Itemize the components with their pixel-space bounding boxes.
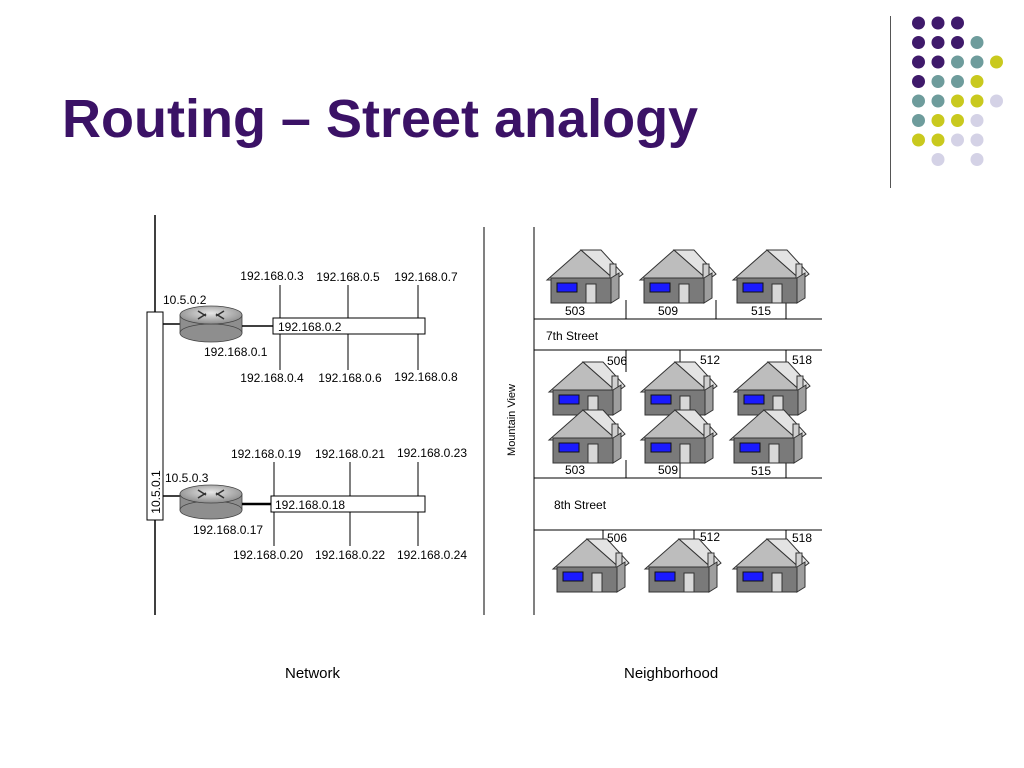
decorative-dot [990, 55, 1003, 69]
house-number: 512 [700, 353, 720, 367]
house-icon [643, 538, 722, 593]
router2-host-ip: 192.168.0.24 [397, 548, 467, 562]
decorative-dot [912, 133, 925, 147]
decorative-dot [951, 36, 964, 49]
router2-host-ip: 192.168.0.19 [231, 447, 301, 461]
router1-host-ip: 192.168.0.7 [394, 270, 458, 284]
street-analogy-diagram: 10.5.0.1 192.168.0.2 10.5.0.2 192.168.0.… [146, 215, 822, 615]
title-divider-line [890, 16, 891, 188]
decorative-dot [931, 75, 945, 88]
house-icon [638, 249, 717, 304]
house-number: 509 [658, 304, 678, 318]
decorative-dot [931, 36, 945, 49]
backbone-label-box [146, 311, 164, 521]
house-icon [545, 249, 624, 304]
decorative-dot [951, 16, 964, 30]
router1-host-ip: 192.168.0.4 [240, 371, 304, 385]
backbone-label: 10.5.0.1 [149, 470, 163, 514]
decorative-dot [990, 94, 1003, 108]
router1-wan-ip: 10.5.0.2 [163, 293, 207, 307]
house-icon [731, 538, 810, 593]
house-number: 518 [792, 353, 812, 367]
router1-host-ip: 192.168.0.8 [394, 370, 458, 384]
decorative-dot [931, 153, 945, 166]
router1-icon [179, 305, 243, 343]
avenue-label: Mountain View [506, 384, 518, 456]
decorative-dot [951, 55, 964, 69]
decorative-dot-grid [912, 16, 1003, 166]
house-number: 512 [700, 530, 720, 544]
house-number: 506 [607, 354, 627, 368]
house-icon [639, 409, 718, 464]
router1-segment-box [272, 317, 426, 335]
router2-lan-ip: 192.168.0.17 [193, 523, 263, 537]
network-caption: Network [285, 665, 341, 682]
house-icon [547, 361, 626, 416]
router2-wan-ip: 10.5.0.3 [165, 471, 209, 485]
street2-label: 8th Street [554, 498, 607, 512]
house-icon [732, 361, 811, 416]
router2-host-ip: 192.168.0.22 [315, 548, 385, 562]
decorative-dot [912, 16, 925, 30]
house-number: 503 [565, 463, 585, 477]
house-number: 506 [607, 531, 627, 545]
decorative-dot [970, 153, 984, 166]
house-icon [731, 249, 810, 304]
router1-lan-ip: 192.168.0.1 [204, 345, 268, 359]
decorative-dot [931, 133, 945, 147]
router1-segment-label: 192.168.0.2 [278, 320, 342, 334]
router2-host-ip: 192.168.0.20 [233, 548, 303, 562]
slide-title: Routing – Street analogy [62, 89, 699, 149]
street1-label: 7th Street [546, 329, 599, 343]
decorative-dot [931, 94, 945, 108]
neighborhood-caption: Neighborhood [624, 665, 719, 682]
house-icon [551, 538, 630, 593]
house-number: 518 [792, 531, 812, 545]
house-number: 503 [565, 304, 585, 318]
decorative-dot [970, 133, 984, 147]
decorative-dot [912, 55, 925, 69]
decorative-dot [912, 36, 925, 49]
decorative-dot [912, 75, 925, 88]
router2-host-ip: 192.168.0.21 [315, 447, 385, 461]
router2-segment-label: 192.168.0.18 [275, 498, 345, 512]
decorative-dot [970, 94, 984, 108]
house-icon [639, 361, 718, 416]
house-number: 515 [751, 464, 771, 478]
decorative-dot [931, 16, 945, 30]
decorative-dot [970, 114, 984, 127]
decorative-dot [951, 75, 964, 88]
decorative-dot [970, 55, 984, 69]
router1-host-ip: 192.168.0.3 [240, 269, 304, 283]
decorative-dot [951, 114, 964, 127]
decorative-dot [912, 114, 925, 127]
decorative-dot [931, 114, 945, 127]
decorative-dot [912, 94, 925, 108]
house-number: 515 [751, 304, 771, 318]
decorative-dot [951, 94, 964, 108]
router2-host-ip: 192.168.0.23 [397, 446, 467, 460]
router1-host-ip: 192.168.0.5 [316, 270, 380, 284]
decorative-dot [931, 55, 945, 69]
decorative-dot [970, 36, 984, 49]
router2-segment-box [270, 495, 426, 513]
router2-icon [179, 484, 243, 520]
decorative-dot [970, 75, 984, 88]
decorative-dot [951, 133, 964, 147]
house-icon [728, 409, 807, 464]
house-number: 509 [658, 463, 678, 477]
router1-host-ip: 192.168.0.6 [318, 371, 382, 385]
house-icon [547, 409, 626, 464]
